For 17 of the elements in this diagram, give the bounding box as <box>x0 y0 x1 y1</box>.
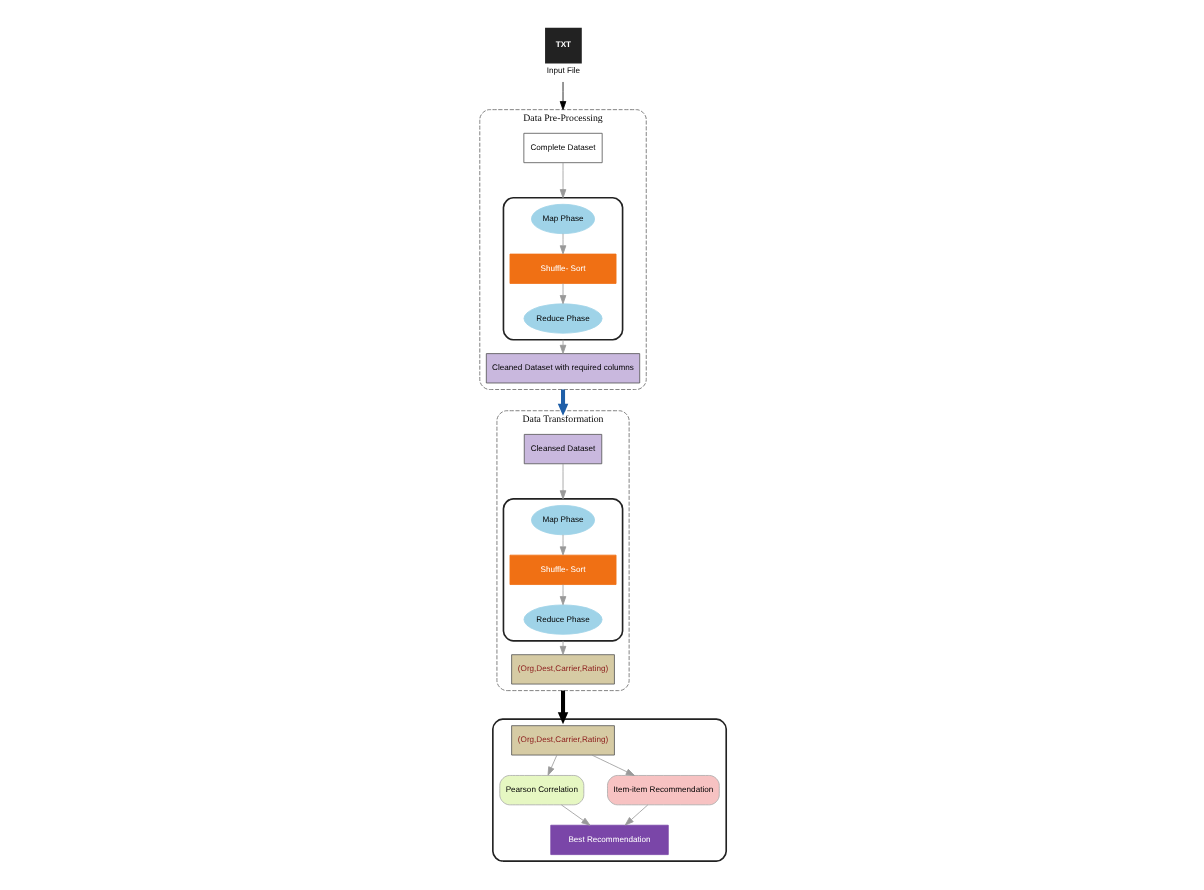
arrow <box>558 534 566 556</box>
arrow <box>558 162 566 199</box>
arrow <box>558 283 566 305</box>
arrow <box>556 690 568 725</box>
arrow <box>558 584 566 606</box>
arrow <box>558 339 566 354</box>
arrow <box>558 233 566 255</box>
arrow <box>558 463 566 500</box>
arrow <box>560 804 590 826</box>
arrow <box>546 754 557 776</box>
arrow <box>623 804 648 826</box>
arrow <box>558 640 566 655</box>
cluster <box>501 196 623 341</box>
arrow <box>558 81 566 111</box>
cluster <box>491 718 727 862</box>
arrow <box>590 754 634 776</box>
cluster <box>501 498 623 642</box>
